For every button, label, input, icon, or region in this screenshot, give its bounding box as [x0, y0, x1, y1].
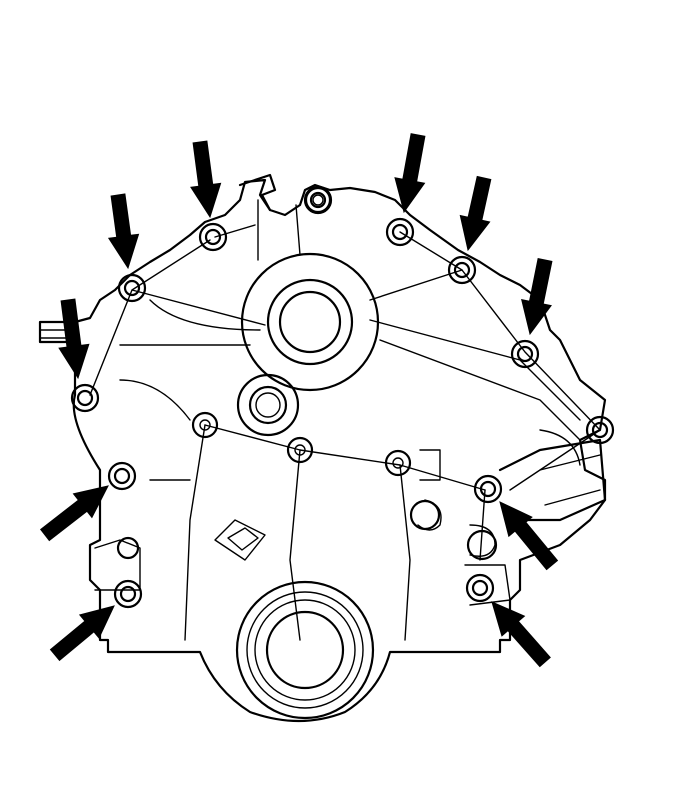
- arrow-left-lower: [49, 605, 115, 662]
- bolt-arrows: [39, 133, 559, 668]
- bolt-head: [471, 579, 489, 597]
- bolt-boss: [385, 217, 415, 247]
- arrow-left-flange: [58, 298, 90, 380]
- bolt-top-right-inner: [385, 217, 415, 247]
- bolt-boss: [585, 415, 615, 445]
- bolt-boss: [473, 474, 503, 504]
- bolt-left-lower: [113, 579, 143, 609]
- bolt-boss: [510, 339, 540, 369]
- bolt-right-upper: [510, 339, 540, 369]
- cover-outline: [38, 173, 607, 723]
- bolt-head: [479, 480, 497, 498]
- bolt-top-right-outer: [447, 255, 477, 285]
- bolt-boss: [107, 461, 137, 491]
- bolt-top-left-mid: [198, 222, 228, 252]
- bolt-head: [591, 421, 609, 439]
- crank-seal-bore: [235, 580, 375, 720]
- bolt-head: [119, 585, 137, 603]
- bolt-top-left-upper: [117, 273, 147, 303]
- bolt-head: [113, 467, 131, 485]
- arrow-top-right-outer: [459, 175, 492, 252]
- arrow-right-lower: [491, 601, 551, 668]
- bolt-boss: [303, 185, 333, 215]
- bolt-top-center-right: [303, 185, 333, 215]
- bolt-boss: [198, 222, 228, 252]
- bolt-head: [309, 191, 327, 209]
- arrow-top-right-inner: [394, 133, 426, 214]
- bolt-right-middle: [473, 474, 503, 504]
- bolt-boss: [465, 573, 495, 603]
- arrow-right-upper: [521, 258, 553, 336]
- bolt-left-flange: [70, 383, 100, 413]
- water-pump-boss: [240, 252, 380, 392]
- arrow-left-middle: [39, 485, 109, 542]
- arrow-top-left-mid: [190, 140, 222, 219]
- bolt-boss: [113, 579, 143, 609]
- idler-boss: [236, 373, 300, 437]
- bolt-head: [453, 261, 471, 279]
- bolt-boss: [447, 255, 477, 285]
- bolt-head: [391, 223, 409, 241]
- bolt-head: [204, 228, 222, 246]
- arrow-top-left-upper: [107, 193, 140, 270]
- bolt-top-center-left: [585, 415, 615, 445]
- bolt-head: [123, 279, 141, 297]
- bolt-left-middle: [107, 461, 137, 491]
- bolt-head: [516, 345, 534, 363]
- minor-bosses: [116, 186, 498, 561]
- bolt-boss: [117, 273, 147, 303]
- bolt-right-lower: [465, 573, 495, 603]
- bolt-boss: [70, 383, 100, 413]
- arrow-right-middle: [499, 501, 559, 571]
- bolt-head: [76, 389, 94, 407]
- bolt-locations: [70, 185, 615, 609]
